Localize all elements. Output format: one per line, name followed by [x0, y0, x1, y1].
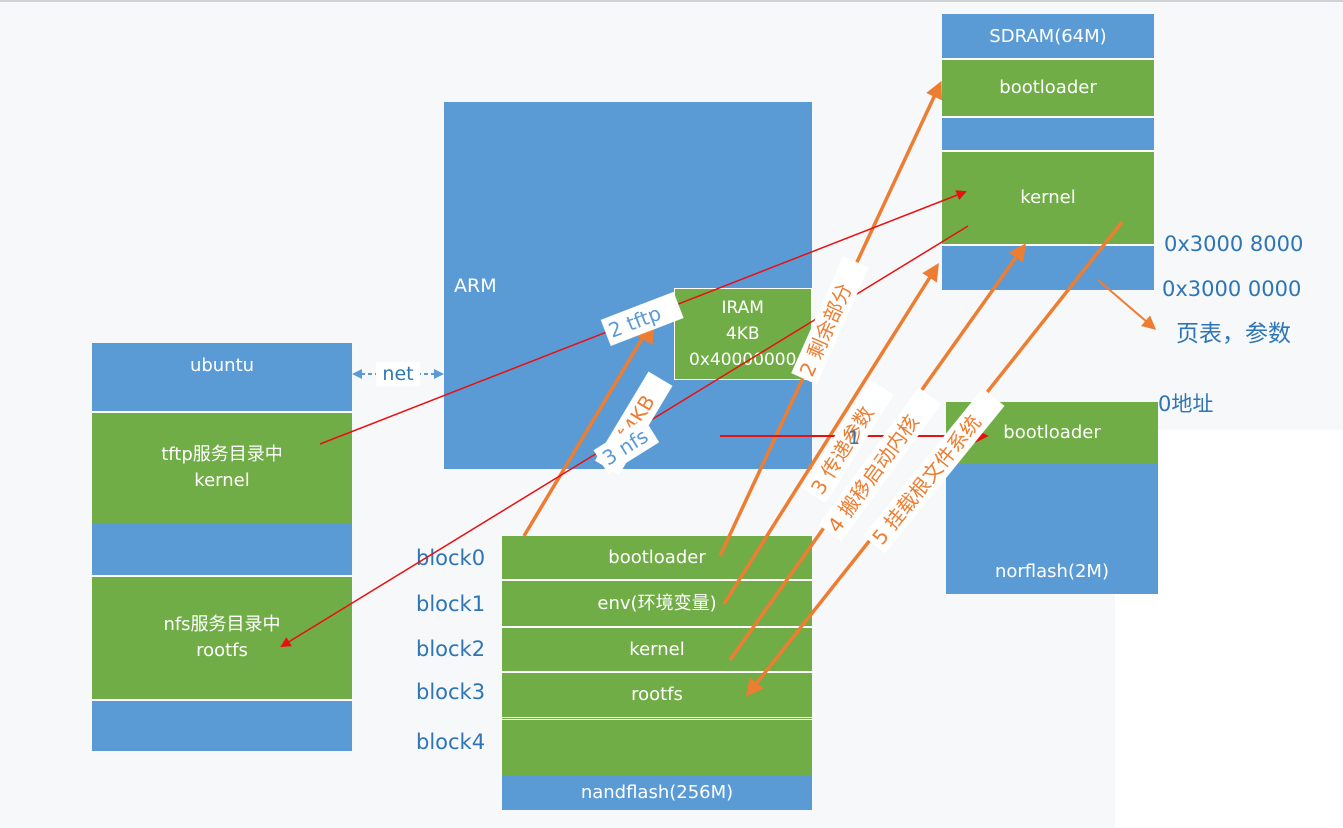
net-label: net [382, 363, 413, 385]
block4-label: block4 [416, 730, 486, 754]
page-table-note: 页表，参数 [1176, 321, 1291, 347]
iram-label: IRAM 4KB 0x40000000 [689, 298, 797, 370]
net-arrow-head-left [352, 369, 362, 379]
block3-label: block3 [416, 680, 486, 704]
block0-label: block0 [416, 546, 486, 570]
step-5-rootfs-label-bg [863, 388, 1005, 554]
arrow-page-table [1097, 279, 1157, 330]
ubuntu-block: ubuntu tftp服务目录中 kernel nfs服务目录中 rootfs [92, 343, 352, 751]
step-3-nfs-label-bg [593, 418, 660, 475]
iram-block: IRAM 4KB 0x40000000 [674, 288, 812, 380]
zero-address-label: 0地址 [1158, 392, 1214, 416]
net-label-bg [376, 362, 420, 386]
sdram-kernel: kernel [942, 150, 1154, 244]
base-address-label: 0x3000 0000 [1162, 277, 1302, 301]
nand-env: env(环境变量) [502, 579, 812, 626]
ubuntu-title: ubuntu [189, 355, 255, 376]
step-1-norflash-label: 1 [848, 427, 860, 449]
step-3-params-label-bg [802, 379, 894, 504]
sdram-base-region [942, 244, 1154, 290]
step-2-remaining-label: 2 剩余部分 [795, 280, 857, 380]
nand-kernel: kernel [502, 626, 812, 671]
step-2-remaining-label-bg [791, 256, 869, 385]
arm-title: ARM [454, 275, 497, 297]
sdram-title: SDRAM(64M) [989, 26, 1107, 47]
sdram-block: SDRAM(64M) bootloader kernel [942, 14, 1154, 290]
net-arrow-head-right [434, 369, 444, 379]
step-2-tftp-label-bg [600, 291, 684, 346]
norflash-title: norflash(2M) [994, 561, 1109, 582]
kernel-address-label: 0x3000 8000 [1164, 232, 1304, 256]
sdram-free-region [942, 116, 1154, 152]
sdram-bootloader: bootloader [942, 58, 1154, 116]
top-border-line [0, 0, 1343, 2]
block2-label: block2 [416, 637, 486, 661]
nand-block4-region [502, 717, 812, 776]
step-4-kernel-label-bg [818, 387, 942, 542]
ubuntu-bottom-region [92, 699, 352, 751]
ubuntu-tftp-dir: tftp服务目录中 kernel [92, 411, 352, 523]
arrow-1-first4kb [522, 317, 655, 537]
ubuntu-nfs-dir: nfs服务目录中 rootfs [92, 575, 352, 699]
nandflash-title: nandflash(256M) [580, 782, 734, 803]
block1-label: block1 [416, 592, 486, 616]
nandflash-block: bootloader env(环境变量) kernel rootfs nandf… [502, 536, 812, 810]
